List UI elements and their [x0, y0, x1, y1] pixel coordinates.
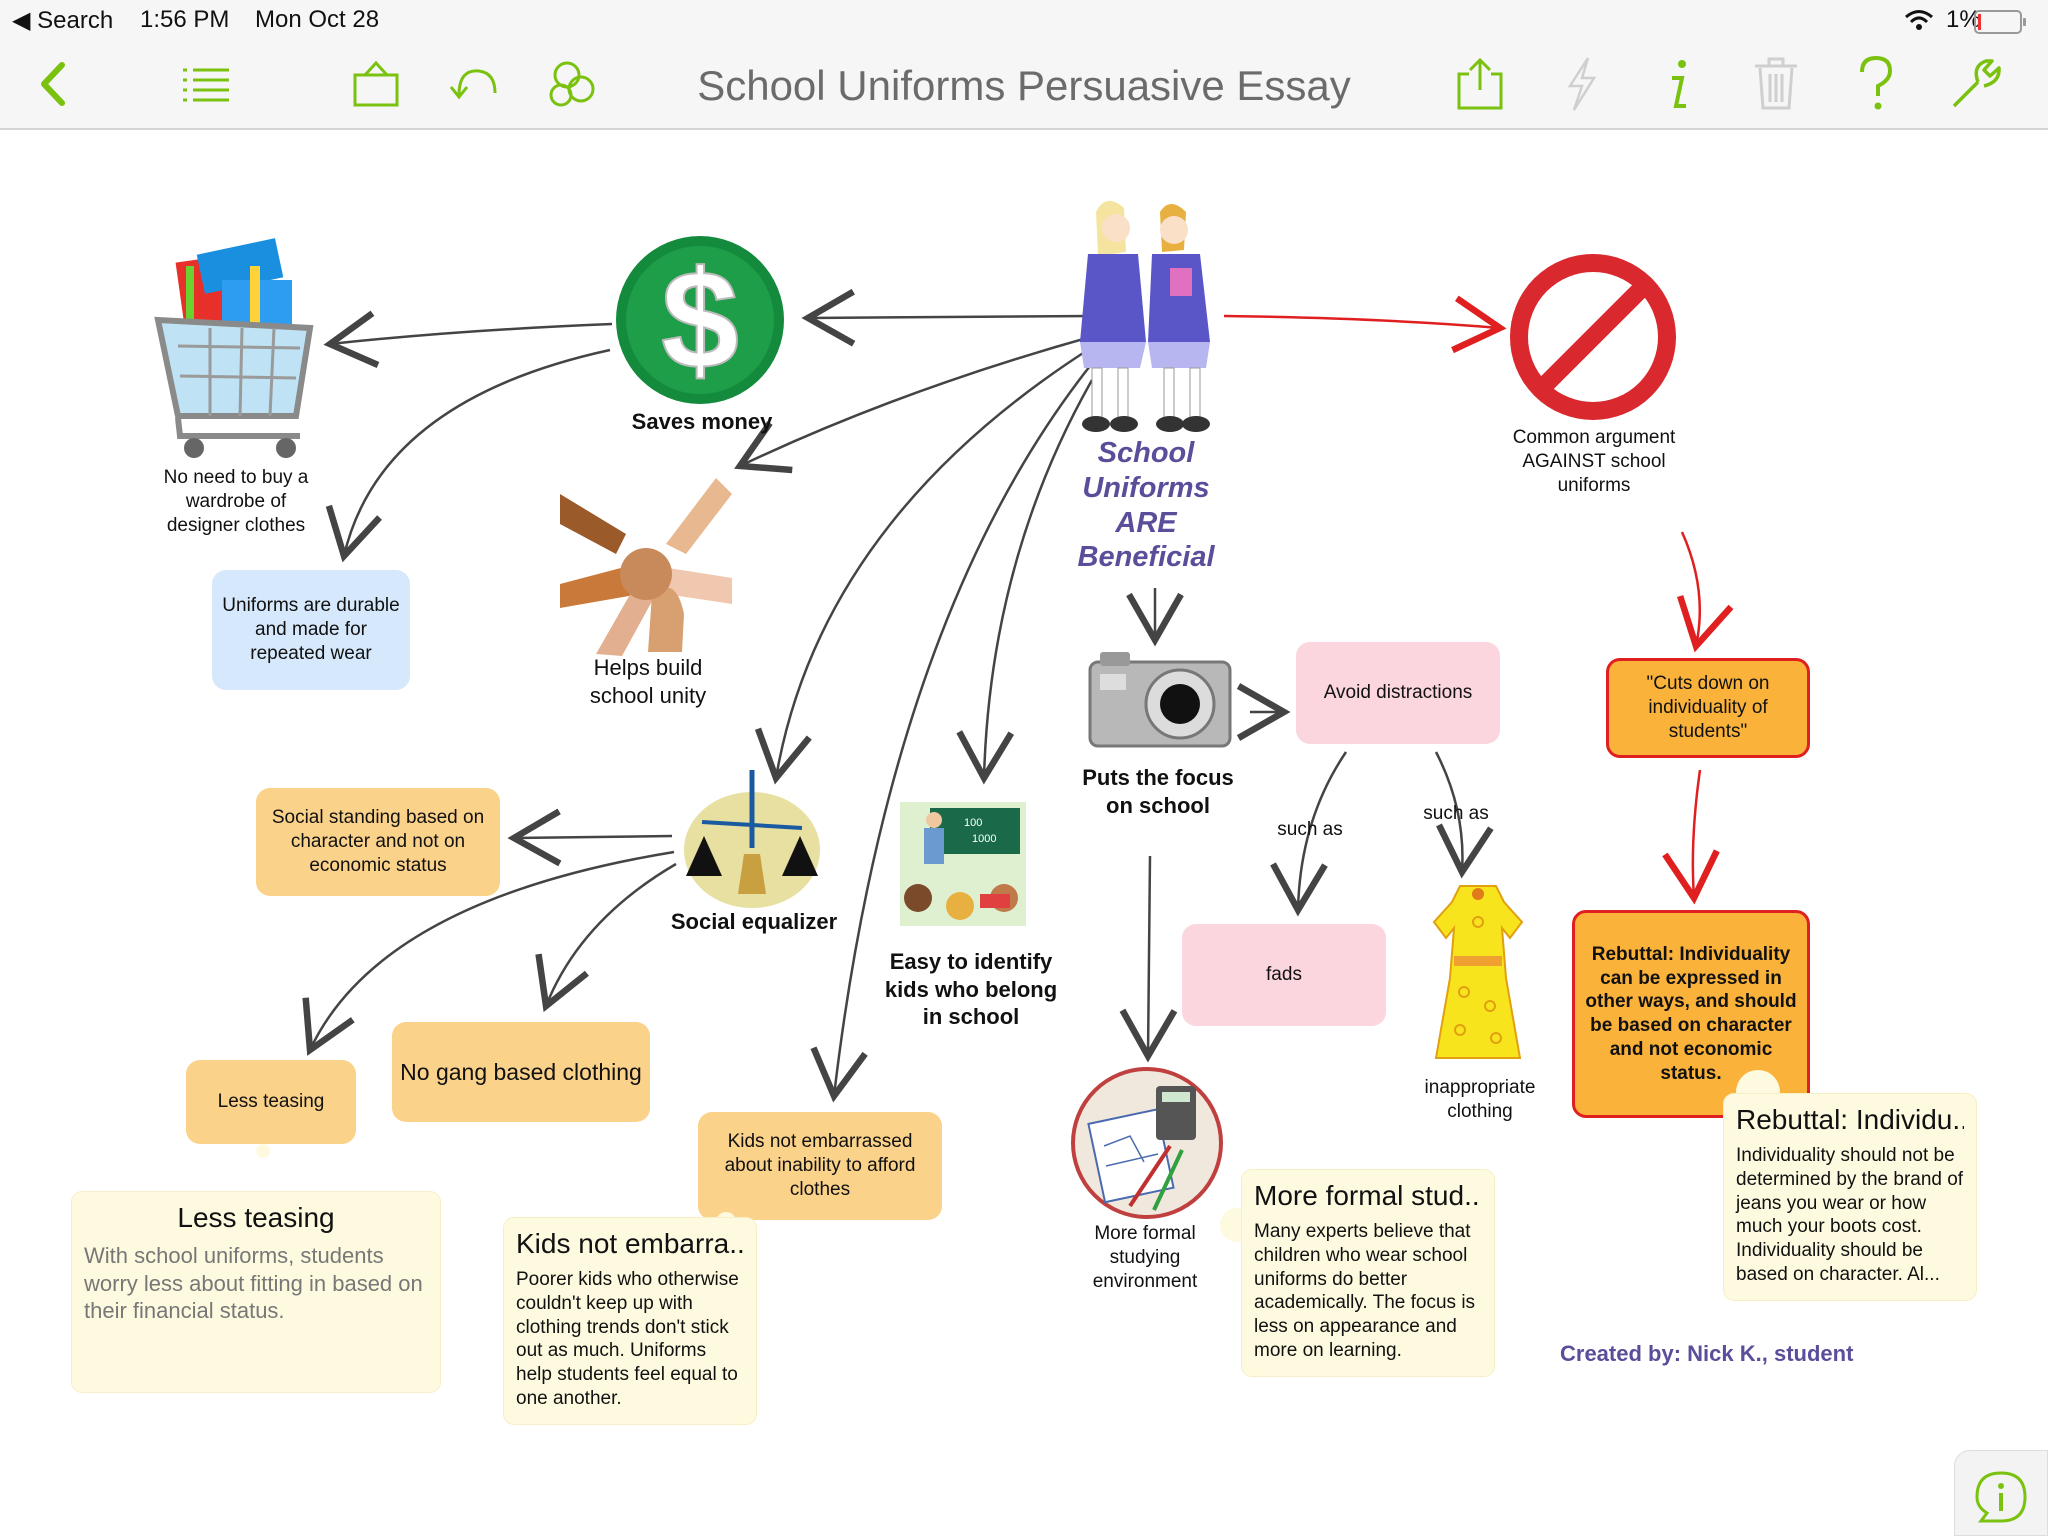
svg-text:1000: 1000: [972, 833, 996, 845]
social-equalizer-label[interactable]: Social equalizer: [652, 908, 856, 936]
dollar-sign-icon: $: [614, 234, 786, 406]
avoid-distractions-box[interactable]: Avoid distractions: [1296, 642, 1500, 744]
study-desk-icon: [1070, 1066, 1224, 1220]
puts-focus-label[interactable]: Puts the focus on school: [1080, 764, 1236, 819]
saves-money-label[interactable]: Saves money: [610, 408, 794, 436]
shopping-cart-icon: [150, 236, 326, 462]
easy-identify-label[interactable]: Easy to identify kids who belong in scho…: [880, 948, 1062, 1031]
such-as-label-1: such as: [1262, 818, 1358, 842]
scales-icon: [682, 764, 822, 912]
note-title: More formal stud...: [1254, 1180, 1482, 1212]
note-body: Individuality should not be determined b…: [1736, 1144, 1964, 1287]
no-gang-box[interactable]: No gang based clothing: [392, 1022, 650, 1122]
less-teasing-box[interactable]: Less teasing: [186, 1060, 356, 1144]
students-uniform-icon: [1066, 192, 1226, 438]
formal-env-label[interactable]: More formal studying environment: [1070, 1222, 1220, 1293]
cuts-down-box[interactable]: "Cuts down on individuality of students": [1606, 658, 1810, 758]
inappropriate-label[interactable]: inappropriate clothing: [1404, 1076, 1556, 1124]
note-body: Poorer kids who otherwise couldn't keep …: [516, 1268, 744, 1411]
note-title: Rebuttal: Individu...: [1736, 1104, 1964, 1136]
info-panel-button[interactable]: [1954, 1450, 2048, 1536]
svg-text:100: 100: [964, 817, 982, 829]
prohibited-sign-icon: [1508, 252, 1678, 422]
note-body: Many experts believe that children who w…: [1254, 1220, 1482, 1363]
note-connector-dot: [256, 1144, 270, 1158]
note-rebuttal[interactable]: Rebuttal: Individu... Individuality shou…: [1724, 1094, 1976, 1300]
durable-box[interactable]: Uniforms are durable and made for repeat…: [212, 570, 410, 690]
no-designer-label[interactable]: No need to buy a wardrobe of designer cl…: [148, 466, 324, 537]
info-bubble-icon: [1973, 1469, 2029, 1525]
such-as-label-2: such as: [1408, 802, 1504, 826]
dress-icon: [1430, 882, 1526, 1070]
note-body: With school uniforms, students worry les…: [84, 1242, 428, 1325]
note-title: Less teasing: [84, 1202, 428, 1234]
credit-label: Created by: Nick K., student: [1560, 1340, 1960, 1368]
common-argument-label[interactable]: Common argument AGAINST school uniforms: [1508, 426, 1680, 497]
social-standing-box[interactable]: Social standing based on character and n…: [256, 788, 500, 896]
classroom-icon: 100 1000: [900, 802, 1026, 926]
joined-hands-icon: [556, 474, 736, 656]
kids-not-embarrassed-box[interactable]: Kids not embarrassed about inability to …: [698, 1112, 942, 1220]
note-less-teasing[interactable]: Less teasing With school uniforms, stude…: [72, 1192, 440, 1392]
unity-label[interactable]: Helps build school unity: [560, 654, 736, 709]
note-formal-environment[interactable]: More formal stud... Many experts believe…: [1242, 1170, 1494, 1376]
note-title: Kids not embarra...: [516, 1228, 744, 1260]
fads-box[interactable]: fads: [1182, 924, 1386, 1026]
note-kids-not-embarrassed[interactable]: Kids not embarra... Poorer kids who othe…: [504, 1218, 756, 1424]
main-idea-label[interactable]: School Uniforms ARE Beneficial: [1060, 436, 1232, 575]
svg-text:$: $: [661, 241, 739, 398]
camera-icon: [1086, 648, 1234, 748]
